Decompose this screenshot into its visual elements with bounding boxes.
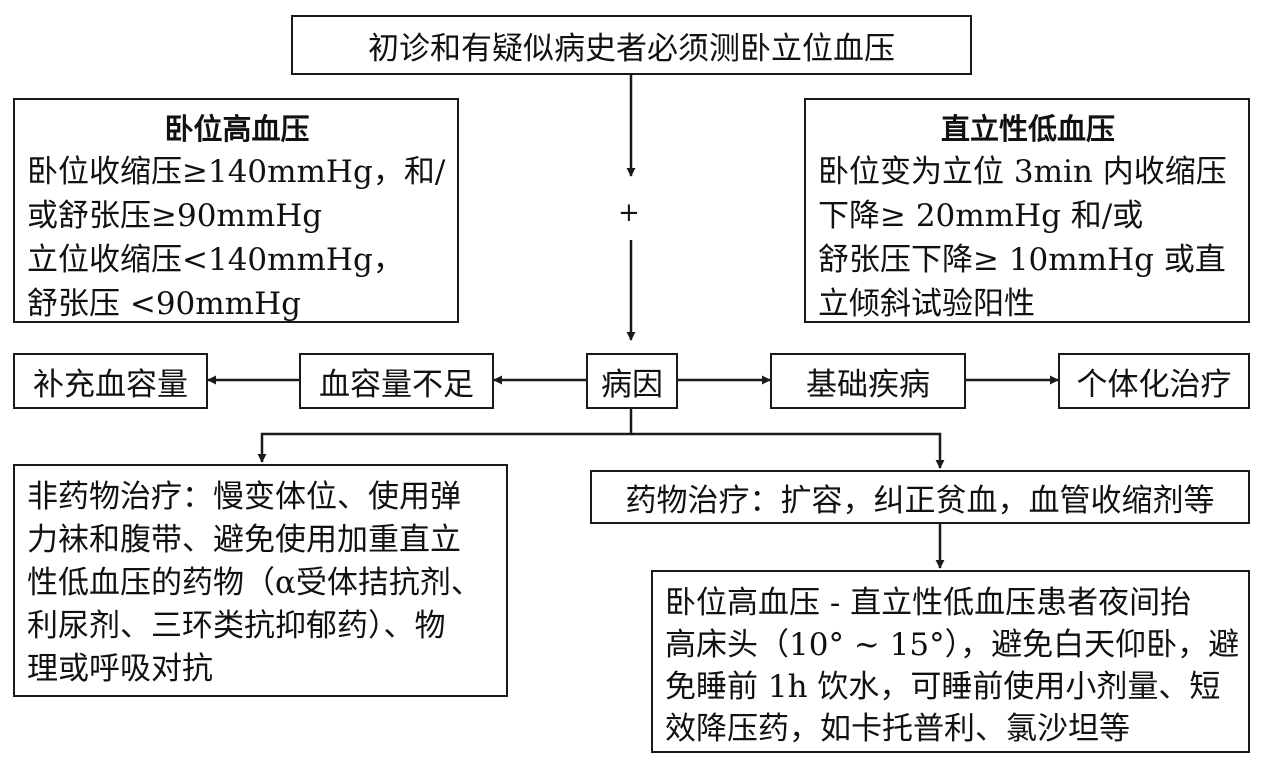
cause-box: 病因 — [586, 353, 678, 409]
supine-hypertension-title: 卧位高血压 — [164, 112, 310, 146]
supine-line: 或舒张压≥90mmHg — [27, 198, 323, 234]
supine-hypertension-box: 卧位高血压 卧位收缩压≥140mmHg，和/ 或舒张压≥90mmHg 立位收缩压… — [13, 98, 459, 323]
non-drug-line: 力袜和腹带、避免使用加重直立 — [27, 522, 461, 558]
ortho-line: 舒张压下降≥ 10mmHg 或直 — [818, 242, 1226, 278]
night-line: 效降压药，如卡托普利、氯沙坦等 — [665, 711, 1130, 747]
low-volume-box: 血容量不足 — [299, 353, 494, 409]
drug-treatment-box: 药物治疗：扩容，纠正贫血，血管收缩剂等 — [590, 470, 1250, 524]
branch-line-right — [631, 432, 945, 469]
night-line: 免睡前 1h 饮水，可睡前使用小剂量、短 — [665, 669, 1221, 705]
top-box: 初诊和有疑似病史者必须测卧立位血压 — [291, 15, 972, 75]
night-measures-box: 卧位高血压 - 直立性低血压患者夜间抬 高床头（10° ~ 15°），避免白天仰… — [651, 570, 1250, 753]
non-drug-line: 理或呼吸对抗 — [27, 651, 213, 687]
individualized-treatment-text: 个体化治疗 — [1076, 366, 1232, 403]
low-volume-text: 血容量不足 — [319, 366, 474, 403]
supine-line: 立位收缩压<140mmHg， — [27, 242, 404, 278]
orthostatic-hypotension-title: 直立性低血压 — [940, 112, 1115, 146]
ortho-line: 卧位变为立位 3min 内收缩压 — [818, 154, 1227, 190]
individualized-treatment-box: 个体化治疗 — [1058, 353, 1250, 409]
non-drug-treatment-box: 非药物治疗：慢变体位、使用弹 力袜和腹带、避免使用加重直立 性低血压的药物（α受… — [13, 464, 508, 697]
basic-disease-box: 基础疾病 — [770, 353, 966, 409]
basic-disease-text: 基础疾病 — [806, 366, 930, 403]
plus-sign: + — [618, 198, 640, 228]
ortho-line: 下降≥ 20mmHg 和/或 — [818, 198, 1144, 234]
replenish-volume-box: 补充血容量 — [13, 353, 208, 409]
top-box-text: 初诊和有疑似病史者必须测卧立位血压 — [368, 30, 895, 67]
night-line: 卧位高血压 - 直立性低血压患者夜间抬 — [665, 585, 1192, 621]
replenish-volume-text: 补充血容量 — [33, 366, 188, 403]
branch-line — [257, 407, 633, 463]
cause-text: 病因 — [601, 366, 663, 403]
supine-line: 卧位收缩压≥140mmHg，和/ — [27, 154, 446, 190]
non-drug-line: 利尿剂、三环类抗抑郁药）、物 — [27, 608, 446, 644]
drug-treatment-text: 药物治疗：扩容，纠正贫血，血管收缩剂等 — [625, 482, 1215, 519]
orthostatic-hypotension-box: 直立性低血压 卧位变为立位 3min 内收缩压 下降≥ 20mmHg 和/或 舒… — [804, 98, 1250, 323]
supine-line: 舒张压 <90mmHg — [27, 286, 301, 322]
night-line: 高床头（10° ~ 15°），避免白天仰卧，避 — [665, 627, 1240, 663]
non-drug-line: 性低血压的药物（α受体拮抗剂、 — [27, 565, 482, 601]
non-drug-line: 非药物治疗：慢变体位、使用弹 — [27, 479, 461, 515]
ortho-line: 立倾斜试验阳性 — [818, 286, 1035, 322]
